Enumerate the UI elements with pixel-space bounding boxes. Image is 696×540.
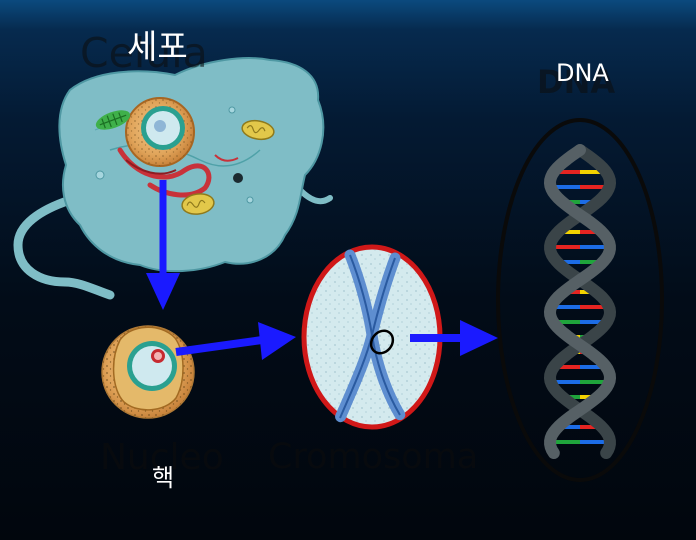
cell-label: 세포 xyxy=(127,27,188,66)
arrow-nucleus-to-chromosome xyxy=(175,322,296,360)
cell-icon xyxy=(13,57,333,300)
dna-ghost-label: DNA xyxy=(537,63,616,101)
arrow-cell-to-nucleus xyxy=(146,180,180,310)
nucleus-icon xyxy=(101,325,195,419)
arrow-chromosome-to-dna xyxy=(410,320,498,356)
dna-helix-icon xyxy=(496,118,664,482)
chromosome-ghost-label: Cromosoma xyxy=(268,437,479,477)
cell-ghost-label: Celula xyxy=(80,29,208,77)
arrow-icon xyxy=(146,180,498,360)
dna-label: DNA xyxy=(556,59,609,87)
chromosome-icon xyxy=(301,244,443,430)
nucleus-ghost-label: Nucleo xyxy=(100,437,224,478)
nucleus-label: 핵 xyxy=(152,464,175,492)
